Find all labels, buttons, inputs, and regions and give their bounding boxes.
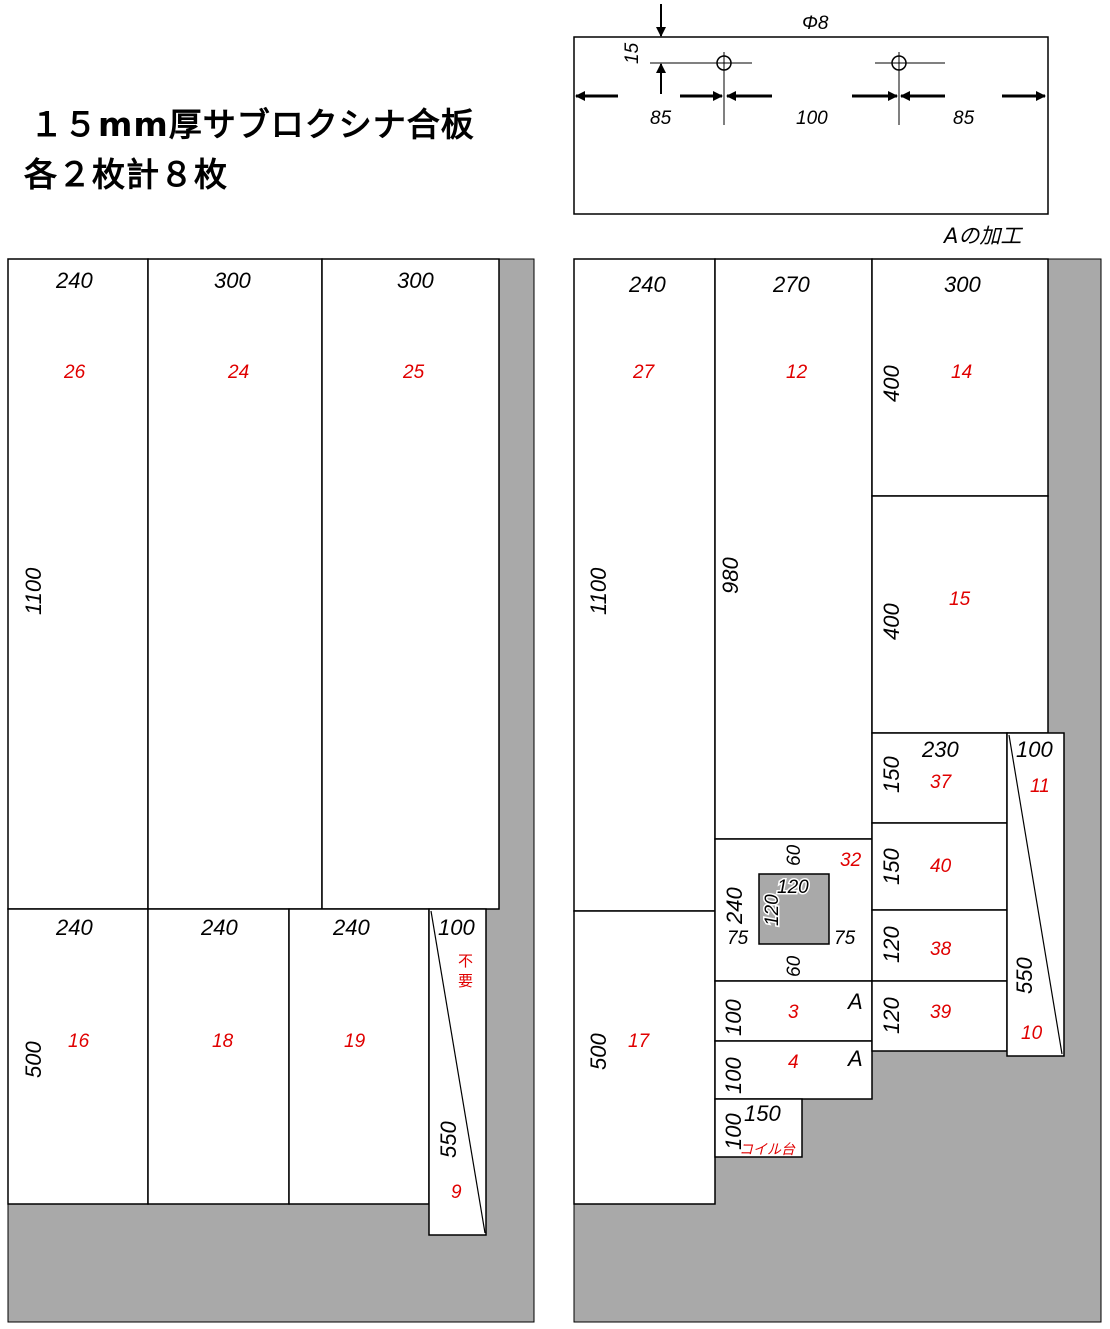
- piece-16-number: 16: [68, 1031, 90, 1052]
- piece-26-number: 26: [63, 362, 86, 383]
- piece-15: 15 400: [871, 495, 1049, 734]
- piece-38-height: 120: [879, 926, 904, 963]
- piece-11-10: 100 11 550 10: [1006, 732, 1065, 1057]
- sheet-1: 240 26 1100 300 24 300 25 240 16 500 240…: [7, 258, 535, 1323]
- piece-38-number: 38: [930, 939, 952, 960]
- piece-37-number: 37: [930, 772, 953, 793]
- piece-26-height: 1100: [21, 567, 46, 615]
- spacing-right-label: 85: [953, 108, 975, 129]
- piece-10-height: 550: [1012, 957, 1037, 994]
- piece-39: 39 120: [871, 980, 1008, 1052]
- piece-4-number: 4: [788, 1052, 799, 1073]
- piece-12-height: 980: [718, 557, 743, 594]
- piece-18-width: 240: [200, 915, 238, 940]
- piece-9-note-2: 要: [458, 972, 473, 990]
- piece-coil-label: コイル台: [739, 1142, 796, 1158]
- piece-16: 240 16 500: [7, 908, 149, 1205]
- piece-12-width: 270: [772, 272, 810, 297]
- piece-32-number: 32: [840, 850, 862, 871]
- spacing-mid-label: 100: [796, 108, 828, 129]
- piece-3-number: 3: [788, 1002, 799, 1023]
- piece-coil-stand: 100 150 コイル台: [714, 1098, 803, 1158]
- piece-3-height: 100: [721, 999, 746, 1036]
- piece-14: 300 14 400: [871, 258, 1049, 497]
- piece-17-height: 500: [586, 1033, 611, 1070]
- piece-12: 270 12 980: [714, 258, 873, 840]
- hole-diameter-label: Φ8: [802, 13, 829, 34]
- piece-24-number: 24: [227, 362, 249, 383]
- piece-32-right-margin: 75: [834, 928, 856, 949]
- piece-16-height: 500: [21, 1041, 46, 1078]
- piece-39-number: 39: [930, 1002, 952, 1023]
- piece-4: 100 4 A: [714, 1040, 873, 1100]
- piece-25-width: 300: [397, 268, 434, 293]
- piece-coil-height: 100: [721, 1113, 746, 1150]
- piece-26: 240 26 1100: [7, 258, 149, 910]
- piece-9-width: 100: [438, 915, 475, 940]
- piece-19-width: 240: [332, 915, 370, 940]
- edge-offset-label: 15: [622, 42, 643, 64]
- detail-a: Φ8 15 85 100 85 Aの加工: [573, 4, 1049, 248]
- piece-40-number: 40: [930, 856, 952, 877]
- piece-19: 240 19: [288, 908, 430, 1205]
- piece-9-diagonal: [430, 910, 486, 1234]
- piece-4-height: 100: [721, 1057, 746, 1094]
- piece-9-note-1: 不: [458, 952, 473, 970]
- piece-10-number: 10: [1021, 1023, 1043, 1044]
- piece-32-bottom-margin: 60: [784, 955, 805, 977]
- piece-27-width: 240: [628, 272, 666, 297]
- piece-27-height: 1100: [586, 567, 611, 615]
- piece-37-width: 230: [921, 737, 959, 762]
- piece-9: 100 不 要 550 9: [428, 908, 487, 1236]
- spacing-left-label: 85: [650, 108, 672, 129]
- piece-32-left-margin: 75: [727, 928, 749, 949]
- piece-39-height: 120: [879, 997, 904, 1034]
- piece-32-height: 240: [722, 887, 747, 925]
- piece-18-number: 18: [212, 1031, 234, 1052]
- piece-17: 17 500: [573, 910, 716, 1205]
- piece-19-number: 19: [344, 1031, 366, 1052]
- piece-32-hole-width: 120: [777, 877, 809, 898]
- piece-38: 38 120: [871, 909, 1008, 982]
- piece-11-number: 11: [1030, 776, 1050, 797]
- piece-40: 40 150: [871, 822, 1008, 911]
- piece-4-mark: A: [846, 1046, 863, 1071]
- piece-9-number: 9: [451, 1182, 462, 1203]
- piece-25: 300 25: [321, 258, 500, 910]
- piece-37: 230 37 150: [871, 732, 1008, 824]
- piece-3-mark: A: [846, 989, 863, 1014]
- piece-32-hole-height: 120: [762, 894, 783, 926]
- piece-16-width: 240: [55, 915, 93, 940]
- piece-32: 32 240 60 60 75 75 120 120: [714, 838, 873, 982]
- piece-3: 100 3 A: [714, 980, 873, 1042]
- piece-26-width: 240: [55, 268, 93, 293]
- piece-25-number: 25: [402, 362, 425, 383]
- piece-9-height: 550: [436, 1121, 461, 1158]
- piece-32-cutout: [758, 873, 830, 945]
- piece-11-width: 100: [1016, 737, 1053, 762]
- piece-15-number: 15: [949, 589, 971, 610]
- piece-32-top-margin: 60: [784, 844, 805, 866]
- detail-a-caption: Aの加工: [942, 224, 1023, 248]
- piece-40-height: 150: [879, 848, 904, 885]
- piece-14-height: 400: [879, 365, 904, 402]
- piece-17-number: 17: [628, 1031, 651, 1052]
- piece-14-width: 300: [944, 272, 981, 297]
- piece-18: 240 18: [147, 908, 290, 1205]
- piece-11-10-diagonal: [1008, 734, 1063, 1055]
- piece-37-height: 150: [879, 756, 904, 793]
- piece-14-number: 14: [951, 362, 972, 383]
- piece-27-number: 27: [632, 362, 656, 383]
- title-line-2: 各２枚計８枚: [24, 155, 228, 194]
- piece-24: 300 24: [147, 258, 323, 910]
- sheet-2: 240 27 1100 17 500 270 12 980 300 14 400…: [573, 258, 1102, 1323]
- piece-12-number: 12: [786, 362, 808, 383]
- title-line-1: １５mm厚サブロクシナ合板: [30, 105, 475, 144]
- piece-27: 240 27 1100: [573, 258, 716, 912]
- detail-a-board: [573, 36, 1049, 215]
- piece-15-height: 400: [879, 603, 904, 640]
- piece-coil-width: 150: [744, 1101, 781, 1126]
- piece-24-width: 300: [214, 268, 251, 293]
